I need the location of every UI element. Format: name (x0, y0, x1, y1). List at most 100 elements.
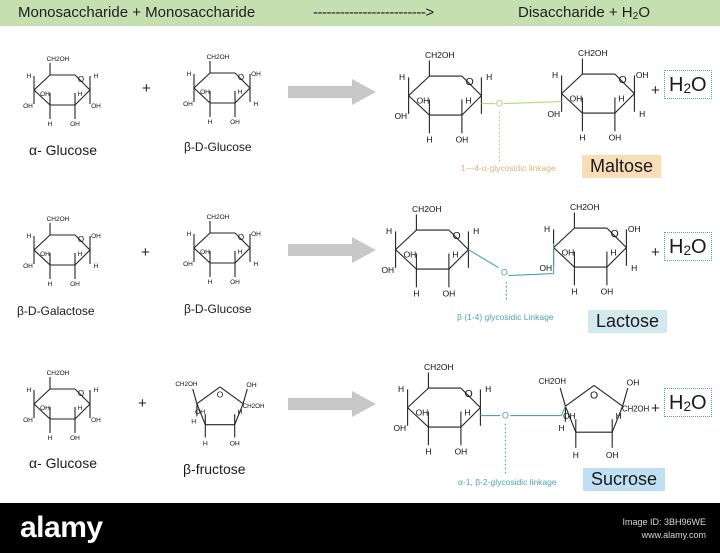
atom-label: O (78, 235, 84, 244)
atom-label: H (465, 95, 471, 105)
atom-label: CH2OH (207, 214, 230, 221)
atom-label: OH (609, 132, 622, 142)
atom-label: CH2OH (424, 362, 454, 372)
reaction-arrow (288, 237, 376, 263)
atom-label: OH (636, 70, 649, 80)
molecule-name-alpha-glucose-2: α- Glucose (29, 455, 98, 471)
water-sub: 2 (683, 243, 692, 258)
bond-line (196, 386, 221, 405)
atom-label: CH2OH (425, 50, 455, 60)
atom-label: CH2OH (412, 204, 442, 214)
atom-label: H (78, 251, 83, 258)
atom-label: H (486, 72, 492, 82)
reaction-arrow (288, 79, 376, 105)
atom-label: H (27, 73, 32, 80)
molecule-name-beta-d-glucose-2: β-D-Glucose (184, 302, 252, 316)
atom-label: OH (195, 409, 205, 416)
atom-label: OH (200, 249, 210, 256)
atom-label: CH2OH (622, 404, 649, 413)
bond-line (193, 72, 211, 89)
bond-line (611, 405, 624, 433)
bond-line (407, 407, 429, 428)
bond-line (234, 232, 251, 249)
atom-label: H (78, 91, 83, 98)
bridge-oxygen: O (501, 268, 508, 278)
bond-line (74, 234, 91, 251)
atom-label: OH (628, 224, 641, 234)
atom-label: H (94, 73, 99, 80)
bond-line (74, 89, 91, 106)
bond-line (234, 247, 251, 264)
bond-line (33, 388, 51, 405)
atom-label: OH (381, 265, 394, 275)
bond-line (193, 232, 211, 249)
bridge-oxygen: O (496, 99, 503, 109)
bond-line (560, 405, 566, 416)
plus-sign-3: + (138, 395, 147, 412)
product-name-maltose: Maltose (582, 155, 662, 178)
atom-label: OH (70, 121, 80, 128)
atom-label: H (48, 435, 53, 442)
product-name-sucrose: Sucrose (583, 468, 666, 491)
linkage-label-maltose: 1—4-α-glycosidic linkage (461, 163, 556, 173)
plus-sign-1: + (142, 80, 151, 97)
atom-label: H (203, 441, 208, 448)
atom-label: OH (562, 247, 575, 257)
bond-line (192, 388, 198, 404)
atom-label: OH (23, 417, 33, 424)
atom-label: H (27, 387, 32, 394)
header-right-main: Disaccharide + H (518, 4, 633, 21)
atom-label: OH (539, 263, 552, 273)
atom-label: OH (404, 249, 417, 259)
atom-label: H (639, 109, 645, 119)
atom-label: H (413, 288, 419, 298)
plus-sign-2: + (141, 244, 150, 261)
molecule-name-beta-fructose: β-fructose (183, 461, 246, 477)
bond-line (622, 387, 629, 407)
bond-line (33, 249, 51, 266)
atom-label: H (187, 231, 192, 238)
header-right-text: Disaccharide + H2O (518, 4, 650, 22)
atom-label: H (452, 249, 458, 259)
water-o: O (691, 392, 707, 414)
atom-label: OH (91, 103, 101, 110)
atom-label: H (386, 226, 392, 236)
image-id-text: Image ID: 3BH96WE (622, 517, 706, 527)
atom-label: H (399, 72, 405, 82)
atom-label: H (237, 409, 242, 416)
atom-label: OH (230, 441, 240, 448)
reaction-arrows (288, 79, 376, 417)
atom-label: OH (251, 231, 261, 238)
bond-line (74, 388, 91, 405)
atom-label: CH2OH (243, 403, 265, 410)
atom-label: H (425, 446, 431, 456)
atom-label: OH (547, 109, 560, 119)
atom-label: H (208, 279, 213, 286)
bond-line (395, 229, 417, 251)
bond-line (614, 93, 635, 114)
water-h: H (669, 74, 684, 96)
molecule-name-beta-d-galactose: β-D-Galactose (17, 304, 95, 318)
atom-label: CH2OH (175, 381, 197, 388)
atom-label: OH (70, 435, 80, 442)
atom-label: OH (601, 286, 614, 296)
atom-label: OH (456, 134, 469, 144)
atom-label: H (464, 407, 470, 417)
atom-label: OH (40, 251, 50, 258)
bond-line (33, 234, 51, 251)
bond-line (468, 249, 499, 269)
atom-label: OH (393, 423, 406, 433)
atom-label: H (27, 233, 32, 240)
atom-label: H (187, 71, 192, 78)
atom-label: H (94, 387, 99, 394)
bond-line (408, 95, 430, 116)
atom-label: H (191, 419, 196, 426)
bond-line (461, 95, 482, 116)
atom-label: CH2OH (578, 48, 608, 58)
atom-label: H (579, 132, 585, 142)
atom-label: O (78, 75, 84, 84)
